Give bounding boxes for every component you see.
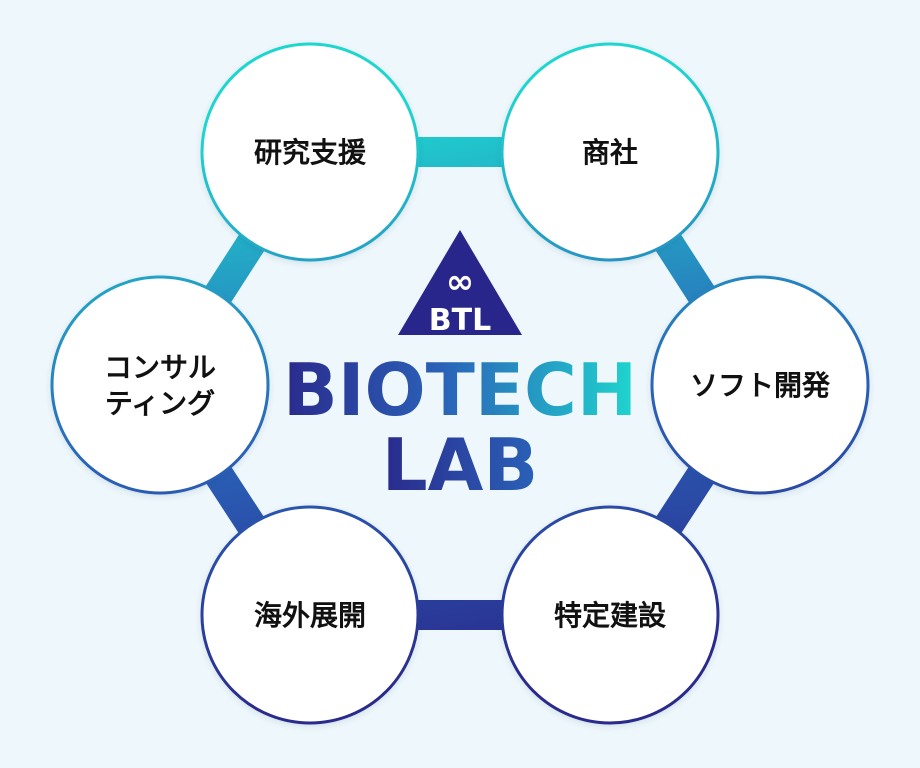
node-label: 商社 — [582, 136, 638, 169]
node-circle — [500, 505, 720, 725]
node-specified-construction: 特定建設 — [500, 505, 720, 725]
title-lab: LAB — [382, 423, 538, 507]
node-label: ソフト開発 — [690, 369, 831, 402]
node-circle — [500, 42, 720, 262]
infinity-icon: ∞ — [446, 262, 474, 302]
node-overseas-expansion: 海外展開 — [200, 505, 420, 725]
node-label: 研究支援 — [254, 136, 367, 169]
node-circle — [200, 505, 420, 725]
node-circle — [200, 42, 420, 262]
node-software-dev: ソフト開発 — [650, 275, 870, 495]
node-circle — [50, 275, 270, 495]
btl-logo: ∞ BTL — [398, 230, 522, 338]
node-label: コンサル — [104, 351, 216, 384]
logo-triangle — [398, 230, 522, 335]
title-biotech: BIOTECH — [283, 348, 637, 432]
node-circle — [650, 275, 870, 495]
node-label: 海外展開 — [254, 599, 366, 632]
node-label: ティング — [105, 387, 215, 420]
node-research-support: 研究支援 — [200, 42, 420, 262]
node-trading: 商社 — [500, 42, 720, 262]
logo-letters: BTL — [429, 303, 491, 338]
node-label: 特定建設 — [554, 599, 667, 632]
